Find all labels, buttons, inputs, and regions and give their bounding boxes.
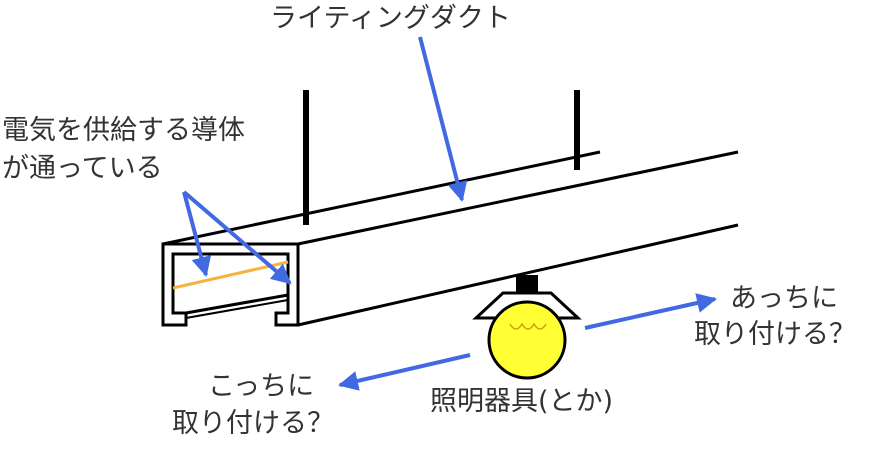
conductor-arrow-right <box>182 190 292 285</box>
left-option-label-line2: 取り付ける？ <box>172 408 334 439</box>
conductor-label-line1: 電気を供給する導体 <box>2 115 245 146</box>
fixture-label: 照明器具(とか) <box>430 386 614 417</box>
left-option-label-line1: こっちに <box>208 371 315 402</box>
right-option-label-line2: 取り付ける？ <box>694 319 856 350</box>
duct-top-back-edge <box>162 150 601 246</box>
duct-label: ライティングダクト <box>270 3 511 34</box>
duct-top-front-edge <box>297 150 739 246</box>
duct-inner-edge-2 <box>185 299 289 319</box>
right-option-label-line1: あっちに <box>730 283 838 314</box>
left-option-arrow <box>338 353 471 391</box>
conductor-label-line2: が通っている <box>2 153 163 184</box>
right-option-arrow <box>584 293 717 330</box>
light-bulb-icon <box>472 275 582 380</box>
duct-label-arrow <box>418 36 468 202</box>
conductor-arrow-left <box>182 191 212 277</box>
duct-inner-edge <box>185 293 289 315</box>
